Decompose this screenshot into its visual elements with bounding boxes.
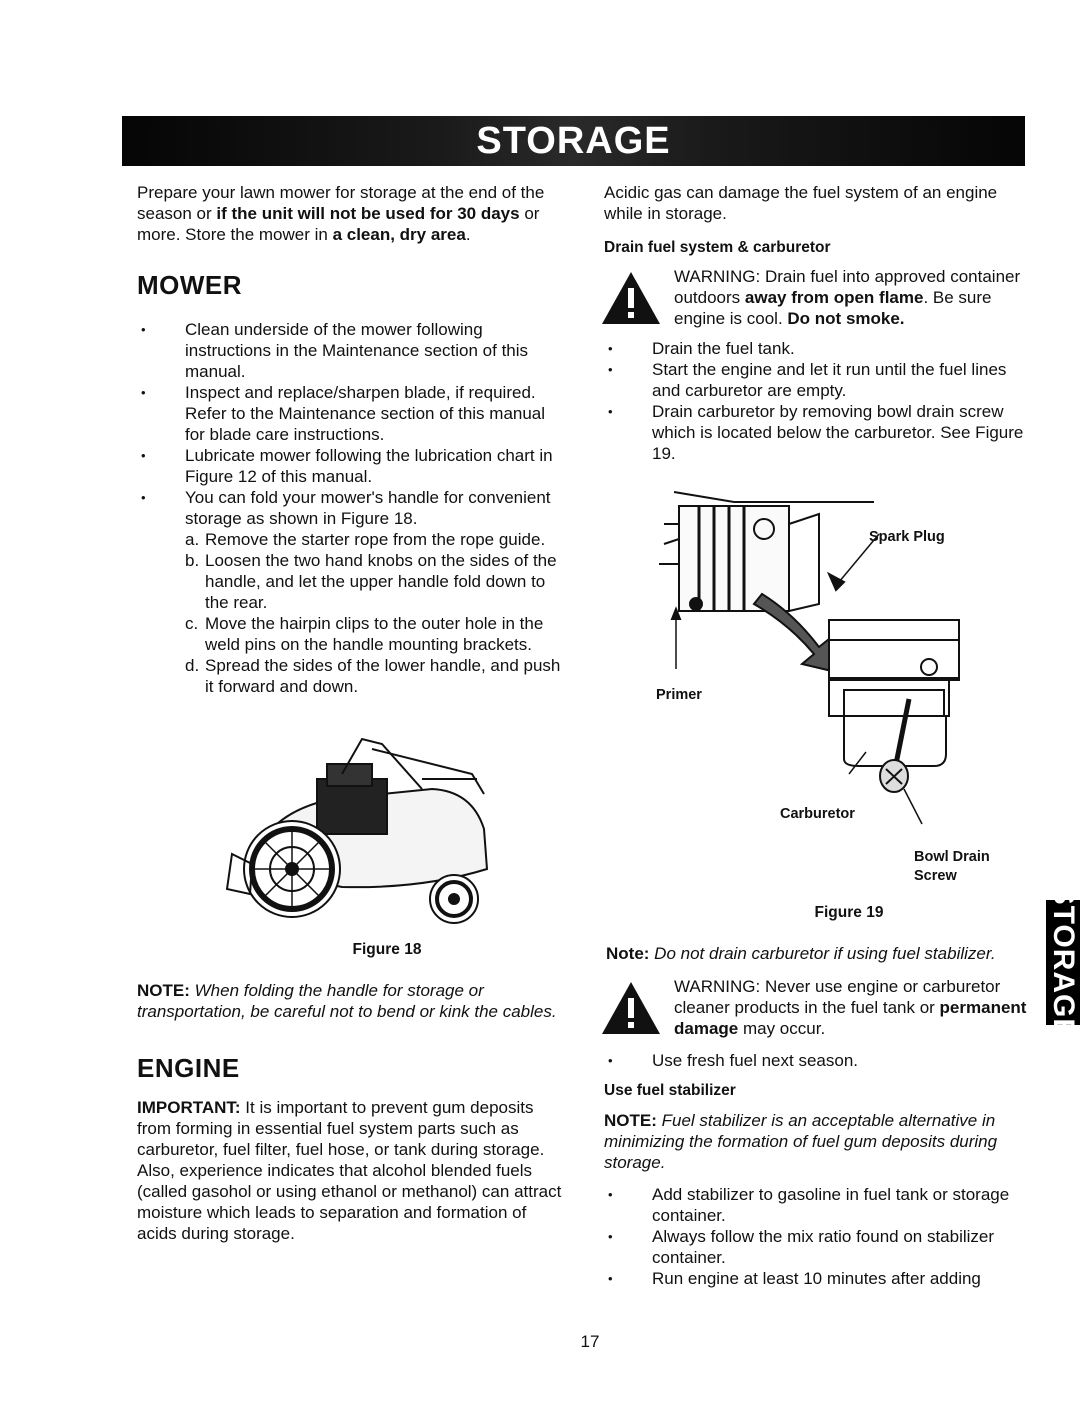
note-label: Note: — [606, 944, 650, 963]
note-text: When folding the handle for storage or t… — [137, 981, 557, 1021]
primer-label: Primer — [656, 687, 702, 703]
note-figure-19: Note: Do not drain carburetor if using f… — [606, 943, 1034, 964]
step-text: Move the hairpin clips to the outer hole… — [205, 614, 544, 654]
list-item: Inspect and replace/sharpen blade, if re… — [137, 382, 567, 445]
warning-icon — [602, 272, 660, 324]
intro-paragraph: Prepare your lawn mower for storage at t… — [137, 182, 567, 245]
left-column: Prepare your lawn mower for storage at t… — [137, 182, 567, 1244]
spark-plug-label-pos: Spark Plug — [869, 529, 945, 545]
important-label: IMPORTANT: — [137, 1098, 241, 1117]
list-item: You can fold your mower's handle for con… — [137, 487, 567, 697]
section-title: STORAGE — [476, 120, 671, 162]
side-tab-text: STORAGE — [1047, 900, 1080, 1025]
figure-19-caption: Figure 19 — [814, 904, 884, 921]
section-side-tab: STORAGE — [1046, 900, 1080, 1025]
warning-text: WARNING: Never use engine or carburetor … — [674, 976, 1034, 1039]
warning-icon — [602, 982, 660, 1034]
fold-bullet-text: You can fold your mower's handle for con… — [185, 488, 551, 528]
warning-text-1: Drain fuel into approved container outdo… — [674, 267, 1021, 307]
intro-text-1: Prepare your lawn mower for storage at t… — [137, 183, 545, 223]
note-figure-18: NOTE: When folding the handle for storag… — [137, 980, 567, 1022]
step-text: Loosen the two hand knobs on the sides o… — [205, 551, 557, 612]
right-column-lower: Figure 19 Note: Do not drain carburetor … — [602, 902, 1034, 1289]
intro-bold-1: if the unit will not be used for 30 days — [216, 204, 520, 223]
step-letter: b. — [185, 551, 200, 570]
step-letter: c. — [185, 614, 199, 633]
figure-18-caption: Figure 18 — [352, 941, 422, 958]
drain-bullet-list: Drain the fuel tank. Start the engine an… — [604, 338, 1034, 464]
fold-step: a. Remove the starter rope from the rope … — [185, 529, 567, 550]
note-label: NOTE: — [137, 981, 190, 1000]
engine-heading: ENGINE — [137, 1053, 240, 1083]
fold-steps-list: a. Remove the starter rope from the rope … — [185, 529, 567, 697]
warning-label: WARNING: — [674, 977, 761, 996]
mower-heading: MOWER — [137, 270, 243, 300]
list-item: Always follow the mix ratio found on sta… — [604, 1226, 1034, 1268]
mower-bullet-list: Clean underside of the mower following i… — [137, 319, 567, 697]
stabilizer-heading: Use fuel stabilizer — [604, 1082, 736, 1099]
carburetor-label: Carburetor — [780, 806, 855, 822]
acidic-paragraph: Acidic gas can damage the fuel system of… — [604, 183, 998, 223]
note-stabilizer: NOTE: Fuel stabilizer is an acceptable a… — [604, 1110, 1034, 1173]
warning-bold-1: away from open flame — [744, 288, 924, 307]
carburetor-figure — [604, 484, 1034, 876]
section-banner: STORAGE — [122, 116, 1025, 166]
bowl-drain-label: Bowl Drain — [914, 849, 990, 865]
warning-bold-1: permanent damage — [674, 998, 1027, 1038]
list-item: Clean underside of the mower following i… — [137, 319, 567, 382]
warning-drain: WARNING: Drain fuel into approved contai… — [602, 266, 1034, 329]
warning-cleaner: WARNING: Never use engine or carburetor … — [602, 976, 1034, 1039]
step-letter: d. — [185, 656, 200, 675]
intro-bold-2: a clean, dry area — [332, 225, 466, 244]
step-letter: a. — [185, 530, 200, 549]
list-item: Run engine at least 10 minutes after add… — [604, 1268, 1034, 1289]
fold-step: d. Spread the sides of the lower handle, … — [185, 655, 567, 697]
list-item: Add stabilizer to gasoline in fuel tank … — [604, 1184, 1034, 1226]
warning-text-2: may occur. — [738, 1019, 826, 1038]
warning-label: WARNING: — [674, 267, 761, 286]
stabilizer-bullet-list: Add stabilizer to gasoline in fuel tank … — [604, 1184, 1034, 1289]
note-text: Fuel stabilizer is an acceptable alterna… — [604, 1111, 998, 1172]
list-item: Start the engine and let it run until th… — [604, 359, 1034, 401]
list-item: Lubricate mower following the lubricatio… — [137, 445, 567, 487]
note-text: Do not drain carburetor if using fuel st… — [649, 944, 996, 963]
carburetor-illustration — [659, 491, 960, 825]
fold-step: b. Loosen the two hand knobs on the sides… — [185, 550, 567, 613]
page-number: 17 — [580, 1332, 600, 1351]
list-item: Drain the fuel tank. — [604, 338, 1034, 359]
drain-heading: Drain fuel system & carburetor — [604, 239, 831, 256]
note-label: NOTE: — [604, 1111, 657, 1130]
step-text: Spread the sides of the lower handle, an… — [205, 656, 561, 696]
warning-bold-2: Do not smoke. — [787, 309, 905, 328]
list-item: Drain carburetor by removing bowl drain … — [604, 401, 1034, 464]
important-paragraph: IMPORTANT: It is important to prevent gu… — [137, 1097, 567, 1244]
fresh-fuel-list: Use fresh fuel next season. — [604, 1050, 1034, 1071]
warning-text-2: . Be sure engine is cool. — [674, 288, 992, 328]
folded-mower-illustration — [225, 737, 489, 924]
intro-text-3: . — [465, 225, 471, 244]
fold-step: c. Move the hairpin clips to the outer ho… — [185, 613, 567, 655]
right-column: Acidic gas can damage the fuel system of… — [602, 182, 1034, 876]
important-text: It is important to prevent gum deposits … — [137, 1098, 562, 1243]
step-text: Remove the starter rope from the rope gu… — [205, 530, 546, 549]
list-item: Use fresh fuel next season. — [604, 1050, 1034, 1071]
warning-text-1: Never use engine or carburetor cleaner p… — [674, 977, 1001, 1017]
intro-text-2: or more. Store the mower in — [137, 204, 540, 244]
screw-label: Screw — [914, 868, 957, 884]
warning-text: WARNING: Drain fuel into approved contai… — [674, 266, 1034, 329]
